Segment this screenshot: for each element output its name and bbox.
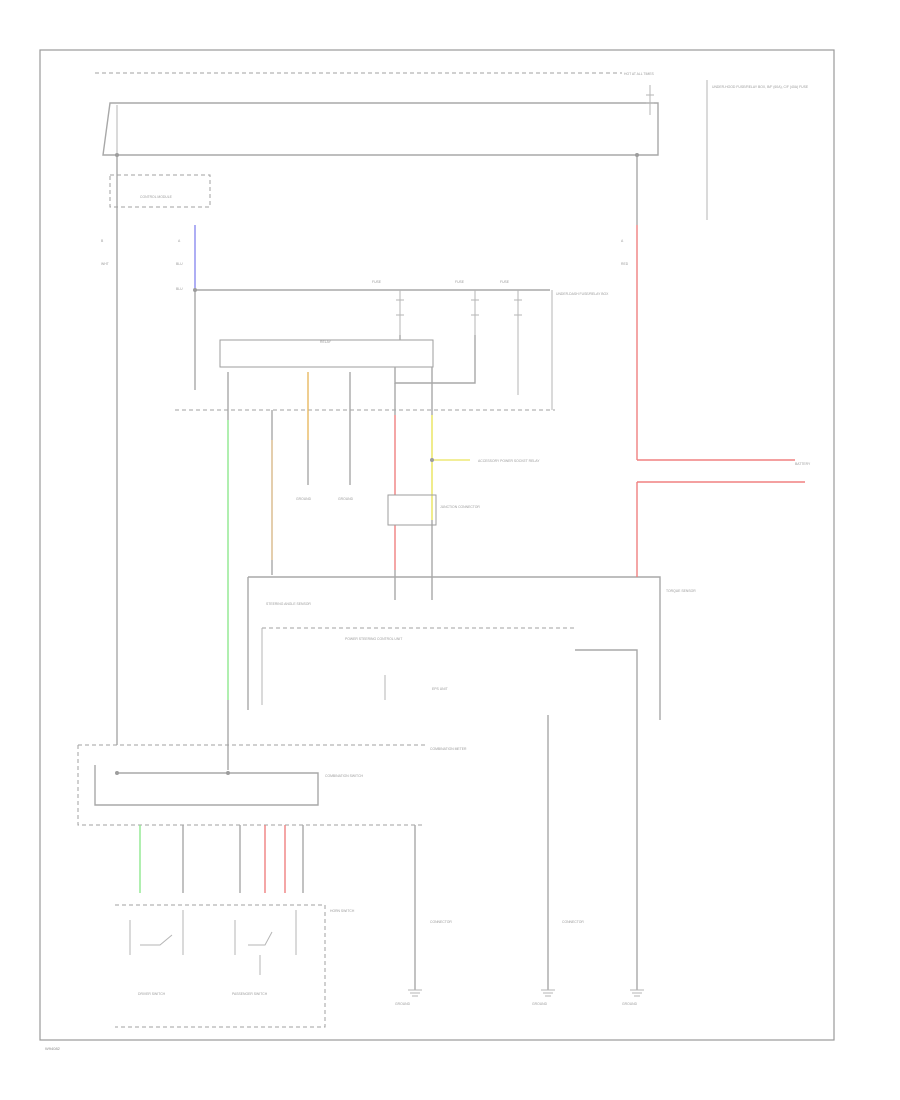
control-module-outline — [109, 174, 211, 208]
label-fuse-box-under-hood: UNDER-HOOD FUSE/RELAY BOX, B/F (60A), C/… — [712, 85, 809, 89]
label-fuse-c: FUSE — [500, 280, 510, 284]
splice-node — [226, 771, 230, 775]
switch-group-outline — [115, 904, 326, 1028]
ground-symbol-mid — [541, 989, 555, 997]
label-control-module: CONTROL MODULE — [140, 195, 173, 199]
pin-left-2: WHT — [101, 262, 109, 266]
fuse-c-symbol — [514, 290, 522, 395]
pin-right-1: A — [621, 239, 624, 243]
relay-block — [219, 339, 434, 368]
right-lower-wire — [575, 649, 638, 990]
label-connector-mid: CONNECTOR — [562, 920, 584, 924]
label-connector-right: CONNECTOR — [430, 920, 452, 924]
label-combination-meter: COMBINATION METER — [430, 747, 467, 751]
ground-symbol-left — [408, 989, 422, 997]
pin-right-2: RED — [621, 262, 629, 266]
splice-node — [115, 153, 119, 157]
label-passenger-switch: PASSENGER SWITCH — [232, 992, 268, 996]
label-junction-connector: JUNCTION CONNECTOR — [440, 505, 480, 509]
combination-meter-inner — [94, 765, 319, 806]
label-hot-at-all-times: HOT AT ALL TIMES — [624, 72, 655, 76]
label-ground-g2: GROUND — [338, 497, 354, 501]
label-driver-switch: DRIVER SWITCH — [138, 992, 166, 996]
label-fuse-a: FUSE — [372, 280, 382, 284]
ps-control-unit-outline — [247, 576, 661, 720]
driver-switch-symbol — [129, 910, 184, 955]
splice-node — [430, 458, 434, 462]
pin-blue-3: BLU — [176, 287, 183, 291]
label-ground-mid: GROUND — [532, 1002, 548, 1006]
junction-connector — [387, 494, 437, 526]
label-fuse-box-under-dash: UNDER-DASH FUSE/RELAY BOX — [556, 292, 609, 296]
splice-node — [193, 288, 197, 292]
pin-blue-1: A — [178, 239, 181, 243]
label-battery: BATTERY — [795, 462, 811, 466]
label-fuse-b: FUSE — [455, 280, 465, 284]
fuse-a-symbol — [396, 290, 404, 335]
label-ground-g1: GROUND — [296, 497, 312, 501]
relay-to-fuse-b — [394, 335, 476, 384]
label-horn-switch: HORN SWITCH — [330, 909, 355, 913]
label-torque-sensor: TORQUE SENSOR — [666, 589, 696, 593]
label-ps-control-unit: POWER STEERING CONTROL UNIT — [345, 637, 402, 641]
ground-symbol-right — [630, 989, 644, 997]
label-ground-right: GROUND — [622, 1002, 638, 1006]
fuse-box-under-hood — [102, 102, 659, 156]
label-steering-angle-sensor: STEERING ANGLE SENSOR — [266, 602, 311, 606]
label-relay-block: RELAY — [320, 340, 332, 344]
combination-meter-outline — [77, 744, 425, 826]
label-accessory-socket: ACCESSORY POWER SOCKET RELAY — [478, 459, 540, 463]
pin-left-1: B — [101, 239, 104, 243]
label-eps-unit: EPS UNIT — [432, 687, 448, 691]
diagram-frame — [39, 49, 835, 1041]
label-combination-switch: COMBINATION SWITCH — [325, 774, 364, 778]
passenger-switch-symbol — [234, 910, 297, 975]
figure-id: W94082 — [45, 1046, 61, 1051]
label-ground-left: GROUND — [395, 1002, 411, 1006]
splice-node — [635, 153, 639, 157]
fuse-b-symbol — [471, 290, 479, 335]
fuse-symbol-top — [646, 85, 654, 115]
splice-node — [115, 771, 119, 775]
pin-blue-2: BLU — [176, 262, 183, 266]
